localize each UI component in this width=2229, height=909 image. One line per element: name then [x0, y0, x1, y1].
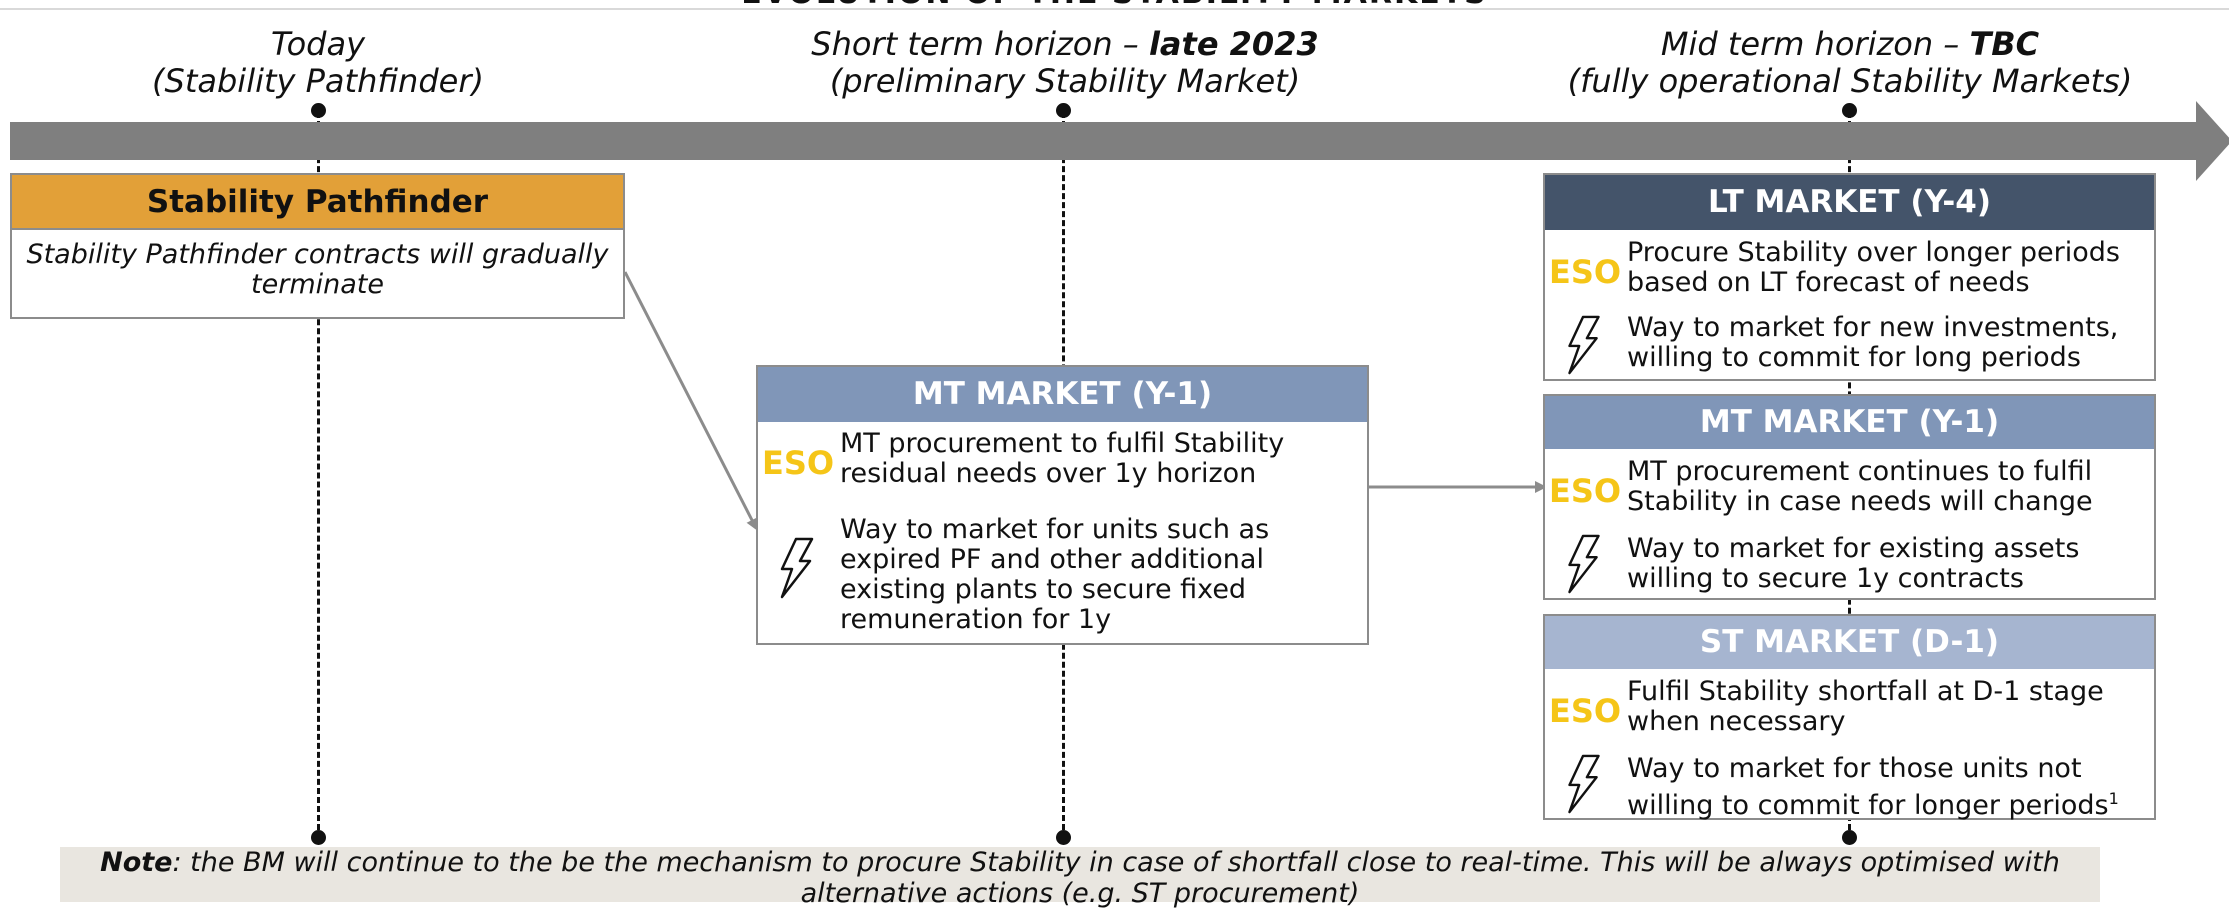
st-market-card: ST MARKET (D-1) ESO Fulfil Stability sho…: [1543, 614, 2156, 821]
st-eso-row: ESO Fulfil Stability shortfall at D-1 st…: [1549, 677, 2149, 737]
lt-bolt-text: Way to market for new investments, willi…: [1627, 312, 2119, 373]
timeline-dot: [1842, 103, 1857, 118]
lt-market-title: LT MARKET (Y-4): [1545, 175, 2154, 230]
eso-label: ESO: [1549, 692, 1622, 730]
mt-short-title: MT MARKET (Y-1): [758, 367, 1367, 422]
st-market-title: ST MARKET (D-1): [1545, 616, 2154, 669]
arrow-pathfinder-to-mt: [623, 271, 758, 531]
mt-mid-eso-text: MT procurement continues to fulfil Stabi…: [1627, 456, 2093, 517]
timeline-arrow-bar: [10, 122, 2200, 160]
top-divider: [0, 8, 2229, 10]
lightning-bolt-icon: [1568, 315, 1600, 375]
lt-market-card: LT MARKET (Y-4) ESO Procure Stability ov…: [1543, 173, 2156, 381]
horizon-short-label: Short term horizon – late 2023: [811, 25, 1319, 63]
horizon-today: Today (Stability Pathfinder): [118, 26, 518, 100]
note-label: Note: [100, 847, 173, 878]
horizon-mid-sub: (fully operational Stability Markets): [1567, 62, 2133, 100]
horizon-short-term: Short term horizon – late 2023 (prelimin…: [760, 26, 1370, 100]
mt-mid-eso-row: ESO MT procurement continues to fulfil S…: [1549, 457, 2149, 517]
timeline-dot: [1056, 830, 1071, 845]
lightning-bolt-icon: [1568, 754, 1600, 814]
horizon-today-label: Today: [270, 25, 366, 63]
pathfinder-text: Stability Pathfinder contracts will grad…: [26, 239, 609, 300]
timeline-arrow-head: [2196, 101, 2229, 181]
horizon-today-sub: (Stability Pathfinder): [152, 62, 484, 100]
pathfinder-card: Stability Pathfinder Stability Pathfinde…: [10, 173, 625, 319]
timeline-dot: [311, 830, 326, 845]
timeline-dot: [1842, 830, 1857, 845]
horizon-mid-label: Mid term horizon – TBC: [1660, 25, 2040, 63]
st-bolt-text: Way to market for those units not willin…: [1627, 753, 2119, 821]
mt-short-eso-text: MT procurement to fulfil Stability resid…: [840, 428, 1285, 489]
footnote-mark: 1: [2108, 789, 2119, 808]
lt-eso-row: ESO Procure Stability over longer period…: [1549, 238, 2149, 298]
st-eso-text: Fulfil Stability shortfall at D-1 stage …: [1627, 676, 2104, 737]
horizon-mid-term: Mid term horizon – TBC (fully operationa…: [1535, 26, 2165, 100]
mt-mid-bolt-text: Way to market for existing assets willin…: [1627, 533, 2080, 594]
eso-label: ESO: [1549, 253, 1622, 291]
mt-short-bolt-text: Way to market for units such as expired …: [840, 514, 1270, 635]
timeline-divider-today: [317, 112, 320, 839]
mt-mid-title: MT MARKET (Y-1): [1545, 396, 2154, 449]
note-text: : the BM will continue to the be the mec…: [172, 847, 2060, 909]
eso-label: ESO: [1549, 472, 1622, 510]
pathfinder-title: Stability Pathfinder: [12, 175, 623, 230]
timeline-dot: [1056, 103, 1071, 118]
eso-label: ESO: [762, 444, 835, 482]
horizon-short-sub: (preliminary Stability Market): [829, 62, 1301, 100]
lightning-bolt-icon: [1568, 534, 1600, 594]
lightning-bolt-icon: [780, 537, 814, 599]
mt-short-card: MT MARKET (Y-1) ESO MT procurement to fu…: [756, 365, 1369, 645]
lt-eso-text: Procure Stability over longer periods ba…: [1627, 237, 2120, 298]
mt-mid-card: MT MARKET (Y-1) ESO MT procurement conti…: [1543, 394, 2156, 600]
note-banner: Note: the BM will continue to the be the…: [60, 847, 2100, 909]
page-title: EVOLUTION OF THE STABILITY MARKETS: [0, 0, 2229, 11]
timeline-dot: [311, 103, 326, 118]
mt-short-eso-row: ESO MT procurement to fulfil Stability r…: [762, 429, 1362, 489]
